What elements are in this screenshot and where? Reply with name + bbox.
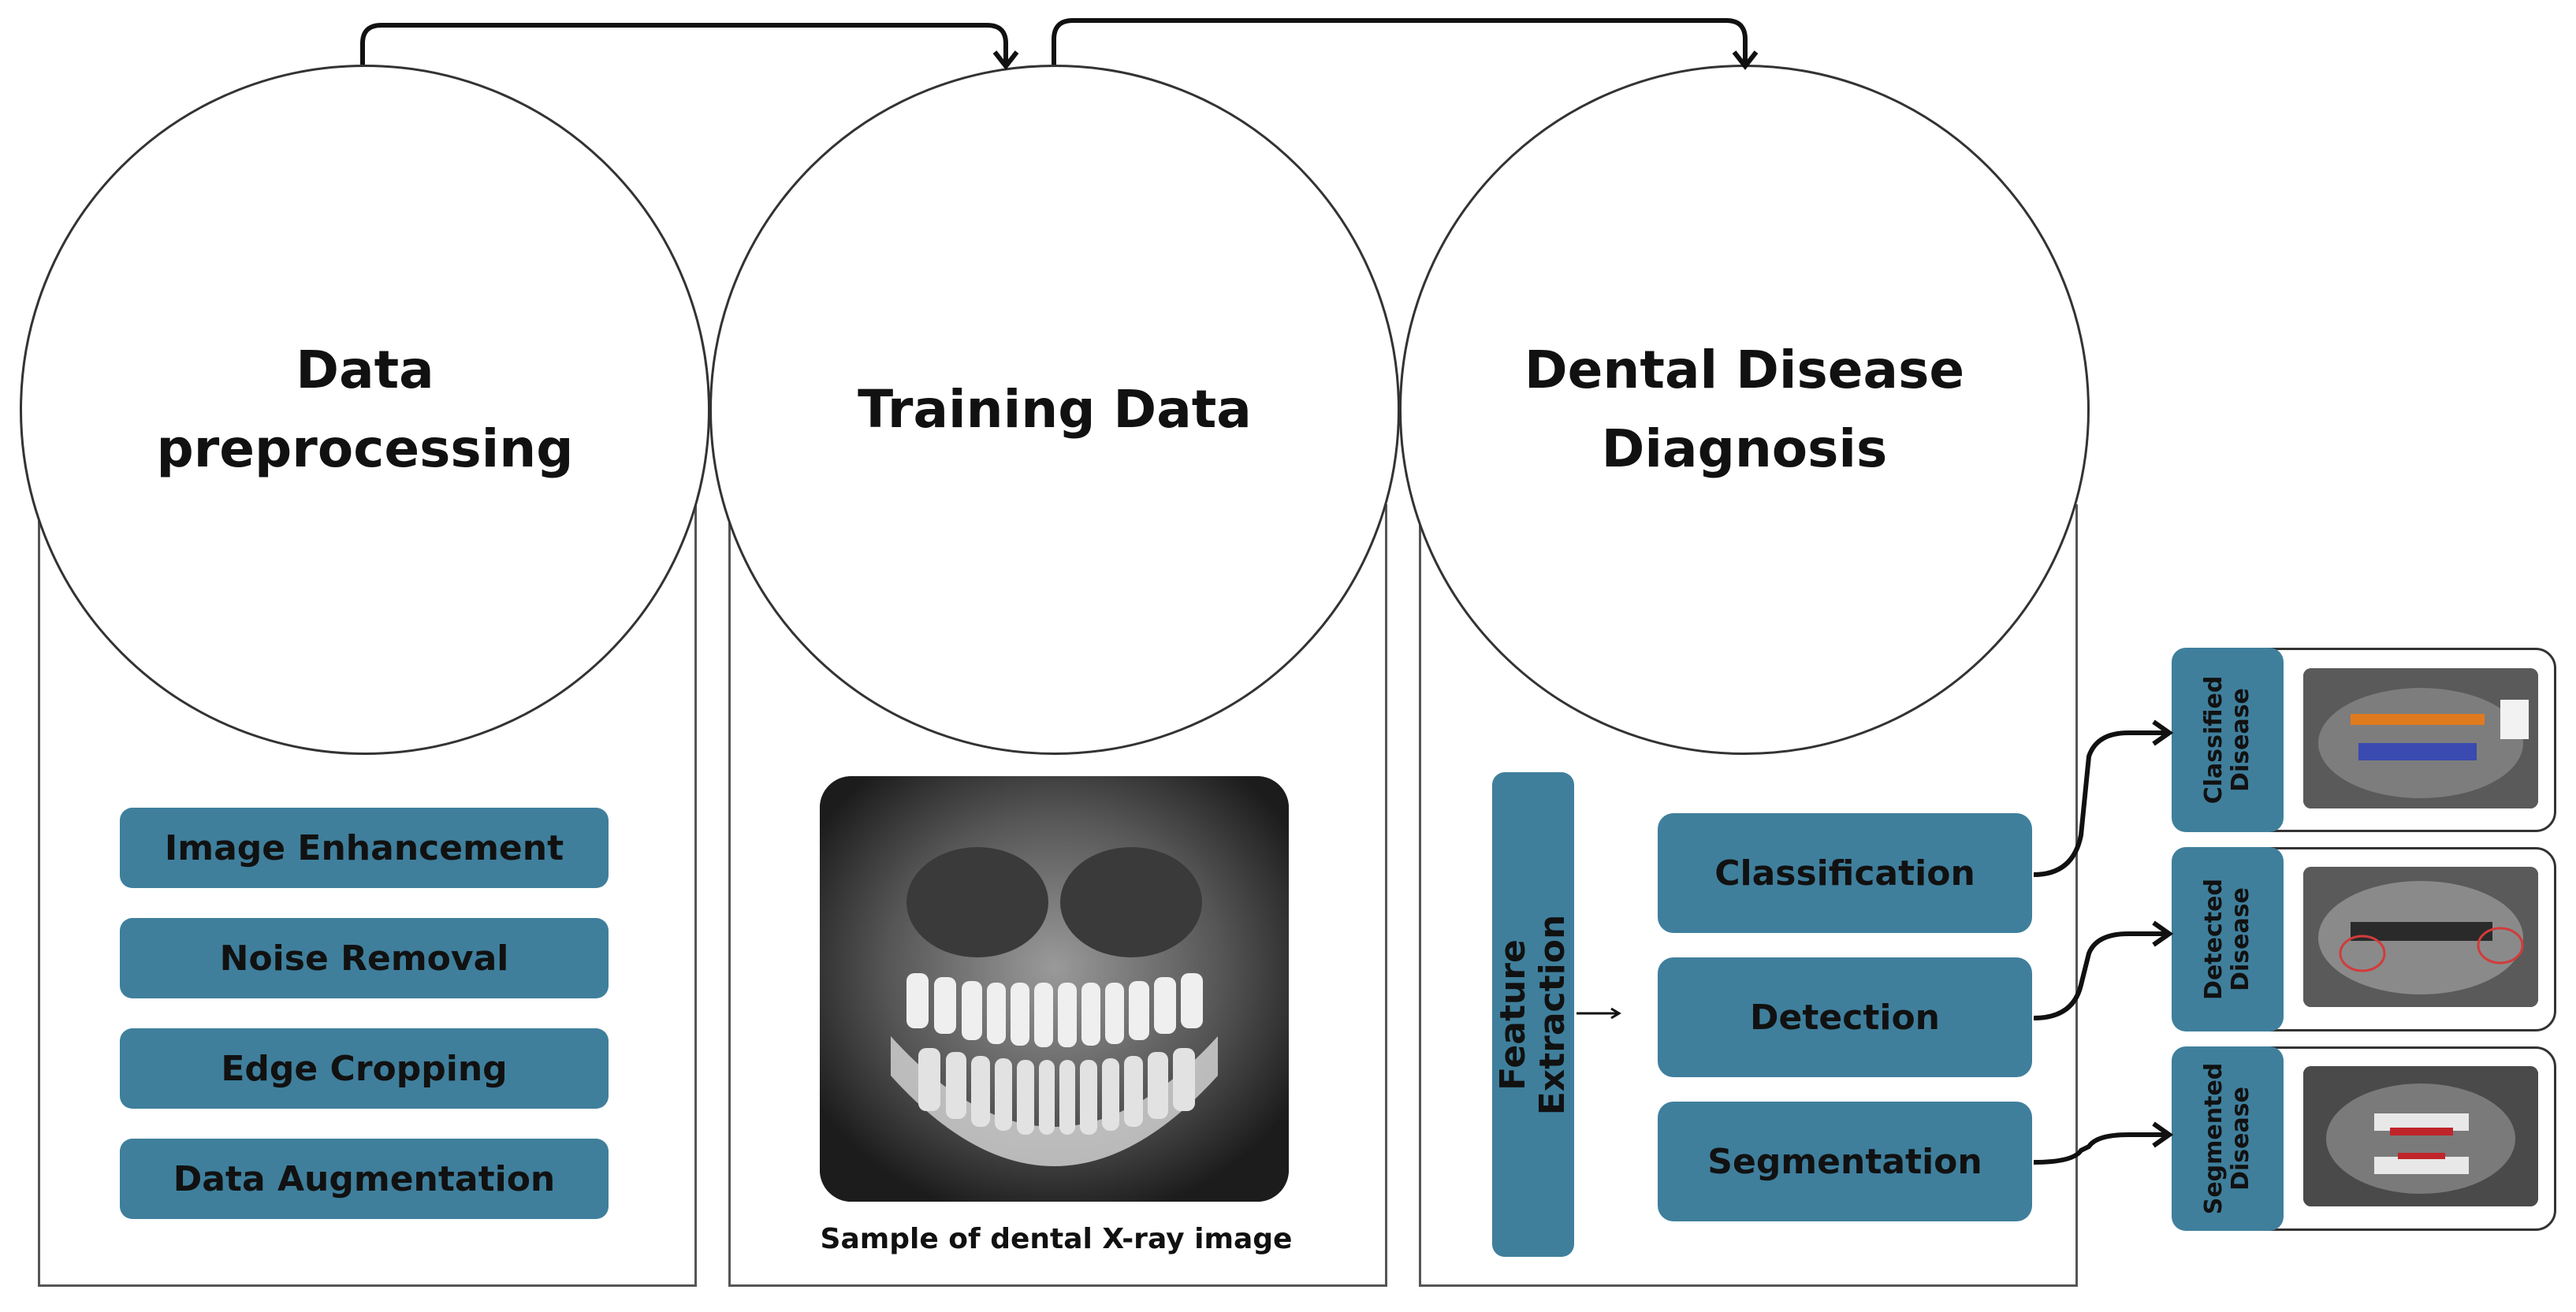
training-title: Training Data bbox=[858, 379, 1252, 440]
training-circle: Training Data bbox=[709, 65, 1400, 755]
output-tab-segmented: Segmented Disease bbox=[2172, 1046, 2284, 1231]
step-noise-removal: Noise Removal bbox=[120, 918, 609, 998]
dental-xray-image bbox=[820, 776, 1289, 1202]
feature-extraction-box: Feature Extraction bbox=[1492, 772, 1574, 1257]
segmented-disease-thumbnail bbox=[2303, 1066, 2538, 1206]
output-tab-detected: Detected Disease bbox=[2172, 847, 2284, 1031]
xray-caption: Sample of dental X-ray image bbox=[820, 1223, 1293, 1255]
task-segmentation: Segmentation bbox=[1658, 1102, 2032, 1221]
detected-disease-thumbnail bbox=[2303, 867, 2538, 1007]
diagnosis-circle: Dental Disease Diagnosis bbox=[1399, 65, 2090, 755]
step-image-enhancement: Image Enhancement bbox=[120, 808, 609, 888]
preprocessing-title: Data preprocessing bbox=[156, 340, 574, 479]
task-detection: Detection bbox=[1658, 957, 2032, 1077]
diagnosis-title: Dental Disease Diagnosis bbox=[1524, 340, 1965, 479]
preprocessing-circle: Data preprocessing bbox=[20, 65, 710, 755]
step-edge-cropping: Edge Cropping bbox=[120, 1028, 609, 1109]
output-tab-classified: Classified Disease bbox=[2172, 648, 2284, 832]
classified-disease-thumbnail bbox=[2303, 668, 2538, 808]
step-data-augmentation: Data Augmentation bbox=[120, 1139, 609, 1219]
task-classification: Classification bbox=[1658, 813, 2032, 933]
